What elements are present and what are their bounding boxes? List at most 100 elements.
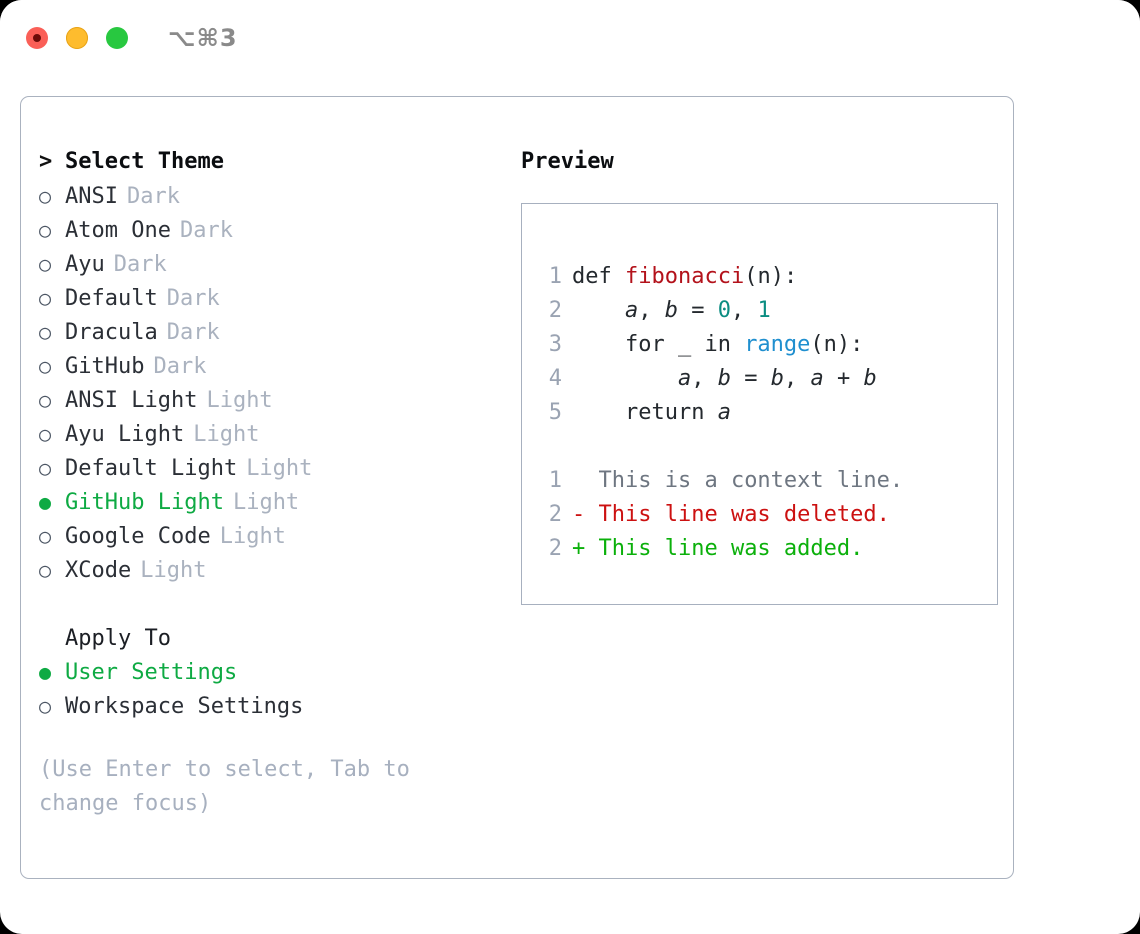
line-number: 1 bbox=[548, 264, 562, 289]
theme-variant: Light bbox=[140, 558, 207, 583]
line-number: 5 bbox=[548, 400, 562, 425]
theme-list-item[interactable]: ○ Google Code Light bbox=[39, 519, 501, 553]
code-line: 3 for _ in range(n): bbox=[544, 328, 997, 362]
theme-variant: Dark bbox=[113, 252, 167, 277]
caret-icon: > bbox=[39, 149, 53, 174]
radio-selected-icon: ● bbox=[39, 660, 52, 684]
theme-variant: Dark bbox=[166, 286, 220, 311]
theme-variant: Dark bbox=[126, 184, 180, 209]
code-line: 4 a, b = b, a + b bbox=[544, 362, 997, 396]
apply-to-option-label: Workspace Settings bbox=[65, 694, 304, 719]
radio-unselected-icon: ○ bbox=[39, 694, 52, 718]
radio-unselected-icon: ○ bbox=[39, 388, 52, 412]
line-number: 2 bbox=[548, 298, 562, 323]
theme-name: Dracula bbox=[65, 320, 158, 345]
code-text: a, b = b, a + b bbox=[677, 366, 877, 391]
diff-sign: + bbox=[572, 536, 586, 561]
code-line: 2 a, b = 0, 1 bbox=[544, 294, 997, 328]
radio-unselected-icon: ○ bbox=[39, 218, 52, 242]
theme-variant: Light bbox=[193, 422, 260, 447]
radio-unselected-icon: ○ bbox=[39, 456, 52, 480]
apply-to-option[interactable]: ○ Workspace Settings bbox=[39, 689, 501, 723]
theme-list-item[interactable]: ○ Default Light Light bbox=[39, 451, 501, 485]
list-spacer bbox=[39, 587, 501, 621]
code-text: for _ in range(n): bbox=[572, 332, 864, 357]
theme-list-item[interactable]: ○ Ayu Light Light bbox=[39, 417, 501, 451]
theme-variant: Light bbox=[232, 490, 300, 515]
radio-unselected-icon: ○ bbox=[39, 558, 52, 582]
hint-spacer bbox=[39, 723, 501, 753]
apply-to-header: ○ Apply To bbox=[39, 621, 501, 655]
diff-text: This is a context line. bbox=[585, 468, 904, 493]
diff-text: This line was deleted. bbox=[585, 502, 890, 527]
theme-list-item[interactable]: ○ Dracula Dark bbox=[39, 315, 501, 349]
theme-variant: Dark bbox=[179, 218, 233, 243]
radio-unselected-icon: ○ bbox=[39, 184, 52, 208]
theme-picker-card: > Select Theme ○ ANSI Dark ○ Atom One Da… bbox=[20, 96, 1014, 879]
theme-list-pane: > Select Theme ○ ANSI Dark ○ Atom One Da… bbox=[39, 145, 501, 821]
line-number: 1 bbox=[548, 468, 562, 493]
close-icon bbox=[33, 34, 41, 42]
radio-selected-icon: ● bbox=[39, 490, 52, 514]
close-window-button[interactable] bbox=[26, 27, 48, 49]
theme-name: Ayu bbox=[65, 252, 105, 277]
theme-name: GitHub bbox=[65, 354, 145, 379]
maximize-window-button[interactable] bbox=[106, 27, 128, 49]
select-theme-label: Select Theme bbox=[65, 149, 224, 174]
line-number: 4 bbox=[548, 366, 562, 391]
preview-pane: Preview 1 def fibonacci(n): 2 a, b = 0, … bbox=[501, 145, 1013, 821]
code-line: 1 def fibonacci(n): bbox=[544, 260, 997, 294]
code-text: return a bbox=[572, 400, 731, 425]
theme-variant: Light bbox=[246, 456, 313, 481]
theme-name: GitHub Light bbox=[65, 490, 224, 515]
theme-name: ANSI Light bbox=[65, 388, 198, 413]
minimize-window-button[interactable] bbox=[66, 27, 88, 49]
radio-unselected-icon: ○ bbox=[39, 354, 52, 378]
preview-title: Preview bbox=[521, 149, 614, 174]
diff-line-context: 1 This is a context line. bbox=[544, 464, 997, 498]
apply-to-option-label: User Settings bbox=[65, 660, 238, 685]
code-line: 5 return a bbox=[544, 396, 997, 430]
radio-unselected-icon: ○ bbox=[39, 320, 52, 344]
theme-variant: Dark bbox=[166, 320, 220, 345]
theme-variant: Light bbox=[206, 388, 273, 413]
radio-unselected-icon: ○ bbox=[39, 252, 52, 276]
diff-sign: - bbox=[572, 502, 586, 527]
diff-text: This line was added. bbox=[585, 536, 864, 561]
theme-list-item[interactable]: ○ ANSI Light Light bbox=[39, 383, 501, 417]
keyboard-hint-text: (Use Enter to select, Tab to change focu… bbox=[39, 757, 424, 816]
theme-variant: Light bbox=[219, 524, 286, 549]
theme-name: ANSI bbox=[65, 184, 118, 209]
theme-name: Default bbox=[65, 286, 158, 311]
diff-sign bbox=[572, 464, 585, 498]
radio-unselected-icon: ○ bbox=[39, 524, 52, 548]
diff-line-added: 2 + This line was added. bbox=[544, 532, 997, 566]
theme-name: Ayu Light bbox=[65, 422, 185, 447]
spacer-marker: ○ bbox=[39, 621, 65, 655]
line-number: 2 bbox=[548, 502, 562, 527]
preview-box: 1 def fibonacci(n): 2 a, b = 0, 1 3 for … bbox=[521, 203, 998, 605]
theme-name: XCode bbox=[65, 558, 132, 583]
theme-list-item[interactable]: ○ XCode Light bbox=[39, 553, 501, 587]
theme-list-item[interactable]: ○ Atom One Dark bbox=[39, 213, 501, 247]
radio-unselected-icon: ○ bbox=[39, 286, 52, 310]
theme-name: Default Light bbox=[65, 456, 238, 481]
apply-to-option-selected[interactable]: ● User Settings bbox=[39, 655, 501, 689]
diff-line-deleted: 2 - This line was deleted. bbox=[544, 498, 997, 532]
theme-list-item[interactable]: ○ Default Dark bbox=[39, 281, 501, 315]
theme-list-item-selected[interactable]: ● GitHub Light Light bbox=[39, 485, 501, 519]
traffic-lights bbox=[26, 27, 128, 49]
code-text: def fibonacci(n): bbox=[572, 264, 798, 289]
line-number: 2 bbox=[548, 536, 562, 561]
theme-name: Google Code bbox=[65, 524, 211, 549]
theme-list-item[interactable]: ○ GitHub Dark bbox=[39, 349, 501, 383]
line-number: 3 bbox=[548, 332, 562, 357]
theme-list-item[interactable]: ○ Ayu Dark bbox=[39, 247, 501, 281]
select-theme-header: > Select Theme bbox=[39, 145, 501, 179]
theme-list-item[interactable]: ○ ANSI Dark bbox=[39, 179, 501, 213]
radio-unselected-icon: ○ bbox=[39, 422, 52, 446]
keyboard-shortcut-label: ⌥⌘3 bbox=[168, 24, 238, 52]
theme-variant: Dark bbox=[153, 354, 207, 379]
apply-to-label: Apply To bbox=[65, 626, 171, 651]
